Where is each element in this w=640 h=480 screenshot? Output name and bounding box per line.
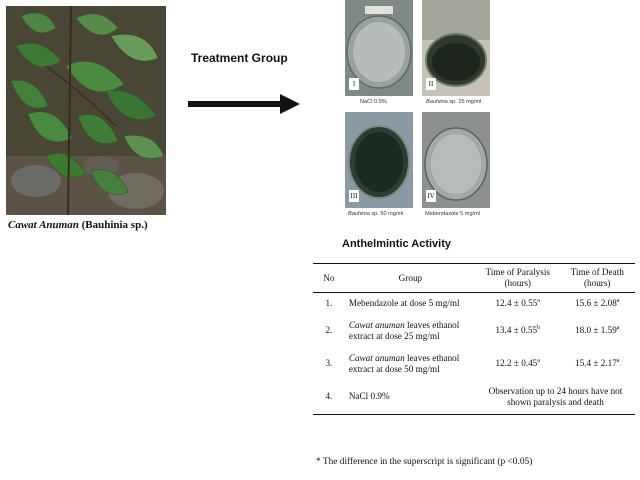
petri-panel-4: IV [422, 112, 490, 208]
panel-caption-italic: Bauhinia [348, 211, 370, 217]
death-value: 15.4 ± 2.17 [575, 358, 617, 369]
petri-panel-1: I [345, 0, 413, 96]
row-paralysis: 12.2 ± 0.45a [476, 348, 559, 381]
panel-roman: IV [426, 190, 436, 202]
table-footnote: * The difference in the superscript is s… [316, 457, 533, 467]
row-death: 15.4 ± 2.17a [559, 348, 635, 381]
death-value: 18.0 ± 1.59 [575, 325, 617, 336]
plant-caption-name: Cawat Anuman [8, 219, 79, 231]
row-group-italic: Cawat anuman [348, 352, 405, 363]
header-group: Group [398, 272, 423, 283]
death-sup: a [616, 325, 620, 332]
row-group-text: NaCl 0.9% [348, 391, 390, 402]
row-group: Cawat anuman leaves ethanol extract at d… [345, 348, 476, 381]
row-paralysis: 12.4 ± 0.55a [476, 293, 559, 315]
row-observation: Observation up to 24 hours have not show… [488, 385, 623, 408]
row-death: 18.0 ± 1.59a [559, 315, 635, 348]
panel-caption: Bauhinia sp. 25 mg/ml [426, 99, 481, 105]
arrow-right-icon [188, 94, 300, 114]
row-group-text: Mebendazole at dose 5 mg/ml [348, 298, 460, 309]
row-paralysis: 13.4 ± 0.55b [476, 315, 559, 348]
table-row: 2. Cawat anuman leaves ethanol extract a… [313, 315, 635, 348]
header-death: Time of Death (hours) [570, 267, 624, 289]
table-row: 4. NaCl 0.9% Observation up to 24 hours … [313, 381, 635, 415]
death-sup: a [616, 298, 620, 305]
row-group: NaCl 0.9% [345, 381, 476, 415]
plant-caption-rest: (Bauhinia sp.) [78, 219, 148, 231]
panel-roman: III [349, 190, 359, 202]
table-header-row: No Group Time of Paralysis (hours) Time … [313, 263, 635, 293]
paralysis-value: 12.2 ± 0.45 [495, 358, 538, 369]
row-group: Mebendazole at dose 5 mg/ml [345, 293, 476, 315]
row-group-text: leaves ethanol extract at dose 25 mg/ml [348, 319, 460, 342]
petri-panel-2: II [422, 0, 490, 96]
row-group-italic: Cawat anuman [348, 319, 405, 330]
panel-caption: NaCl 0.9% [360, 99, 387, 105]
row-no: 2. [325, 325, 333, 336]
activity-table: No Group Time of Paralysis (hours) Time … [313, 263, 635, 415]
row-no: 3. [325, 358, 333, 369]
paralysis-sup: a [537, 298, 540, 305]
panel-roman: II [426, 78, 436, 90]
activity-title: Anthelmintic Activity [342, 238, 451, 250]
panel-caption: Bauhinia sp. 50 mg/ml [348, 211, 403, 217]
panel-roman: I [349, 78, 359, 90]
paralysis-sup: b [537, 325, 541, 332]
panel-caption-italic: Bauhinia [426, 99, 448, 105]
paralysis-sup: a [537, 358, 540, 365]
paralysis-value: 13.4 ± 0.55 [495, 325, 538, 336]
panel-caption-text: sp. 50 mg/ml [369, 211, 404, 217]
death-sup: a [616, 358, 620, 365]
plant-caption: Cawat Anuman (Bauhinia sp.) [8, 219, 148, 231]
paralysis-value: 12.4 ± 0.55 [495, 298, 538, 309]
header-no: No [323, 272, 335, 283]
death-value: 15.6 ± 2.08 [575, 298, 617, 309]
plant-photo [6, 6, 166, 215]
row-death: 15.6 ± 2.08a [559, 293, 635, 315]
panel-caption: Mebendazole 5 mg/ml [425, 211, 481, 217]
treatment-group-label: Treatment Group [191, 51, 288, 65]
row-no: 1. [325, 298, 333, 309]
row-no: 4. [325, 391, 333, 402]
petri-panel-3: III [345, 112, 413, 208]
header-paralysis: Time of Paralysis (hours) [485, 267, 550, 289]
table-row: 1. Mebendazole at dose 5 mg/ml 12.4 ± 0.… [313, 293, 635, 315]
panel-caption-text: sp. 25 mg/ml [447, 99, 482, 105]
row-group: Cawat anuman leaves ethanol extract at d… [345, 315, 476, 348]
row-group-text: leaves ethanol extract at dose 50 mg/ml [348, 352, 460, 375]
table-row: 3. Cawat anuman leaves ethanol extract a… [313, 348, 635, 381]
